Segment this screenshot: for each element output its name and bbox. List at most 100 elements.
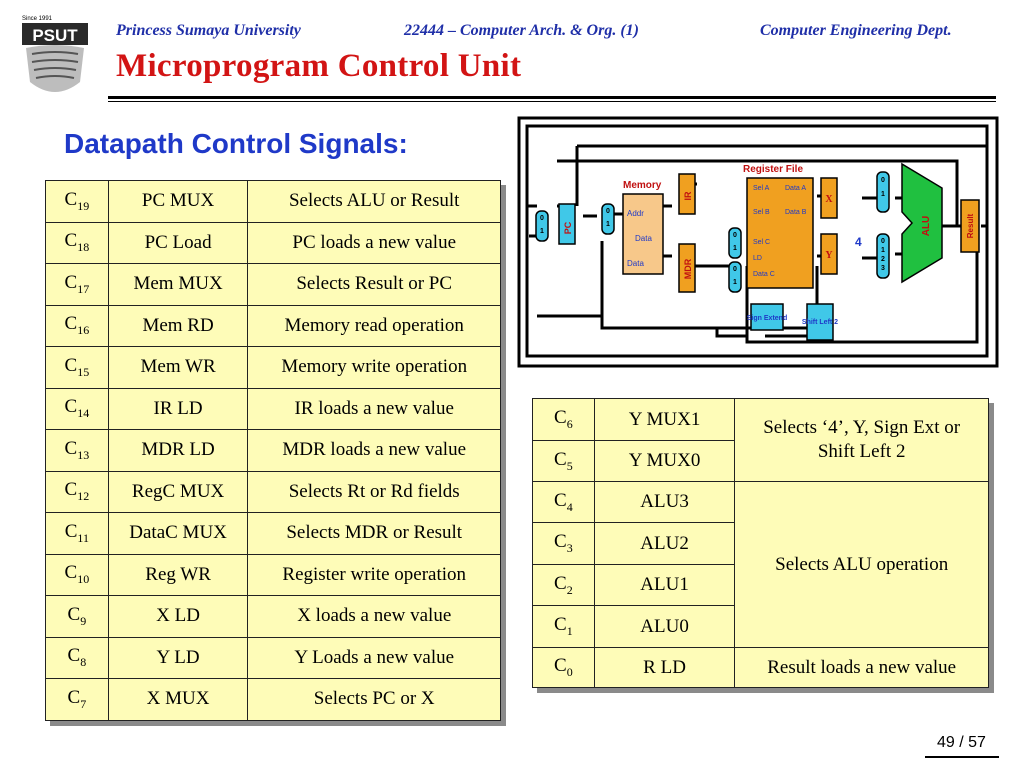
alu-description-cell: Selects ALU operation: [734, 481, 989, 648]
constant-four-label: 4: [855, 235, 862, 249]
right-signal-table: C6 Y MUX1 Selects ‘4’, Y, Sign Ext or Sh…: [532, 398, 989, 688]
signal-name-cell: RegC MUX: [107, 470, 249, 513]
alu-block: [901, 162, 943, 284]
control-bit-cell: C7: [45, 678, 109, 721]
result-label: Result: [966, 213, 975, 238]
control-bit-cell: C17: [45, 263, 109, 306]
control-bit-cell: C13: [45, 429, 109, 472]
rld-description-cell: Result loads a new value: [734, 647, 989, 688]
rf-data-b-label: Data B: [785, 209, 807, 216]
x-label: X: [825, 194, 833, 205]
signal-name-cell: ALU3: [593, 481, 736, 523]
shift-left-block: [806, 303, 834, 341]
svg-text:1: 1: [540, 228, 544, 235]
page-number: 49 / 57: [937, 734, 986, 751]
mdr-register: [678, 243, 696, 293]
signal-name-cell: X LD: [107, 595, 249, 638]
control-bit-cell: C10: [45, 553, 109, 596]
memory-data-out-label: Data: [627, 259, 644, 268]
control-bit-cell: C3: [532, 522, 595, 565]
memory-block: [622, 193, 664, 275]
rf-sel-c-label: Sel C: [753, 239, 770, 246]
header-rule: [108, 96, 996, 99]
signal-name-cell: PC Load: [107, 221, 249, 264]
signal-name-cell: Mem RD: [107, 304, 249, 347]
svg-text:1: 1: [733, 245, 737, 252]
svg-text:1: 1: [881, 191, 885, 198]
signal-name-cell: Y MUX1: [593, 398, 736, 441]
svg-text:1: 1: [733, 279, 737, 286]
signal-name-cell: Y MUX0: [593, 440, 736, 482]
control-bit-cell: C14: [45, 387, 109, 430]
svg-text:0: 0: [881, 238, 885, 245]
department-name: Computer Engineering Dept.: [760, 22, 952, 39]
rf-ld-label: LD: [753, 255, 762, 262]
control-bit-cell: C5: [532, 440, 595, 482]
control-bit-cell: C16: [45, 304, 109, 347]
ir-label: IR: [683, 191, 693, 201]
control-bit-cell: C8: [45, 636, 109, 679]
memory-data-in-label: Data: [635, 234, 652, 243]
rf-data-c-label: Data C: [753, 271, 775, 278]
y-label: Y: [825, 250, 833, 261]
svg-text:0: 0: [540, 215, 544, 222]
register-file-block: [746, 177, 814, 289]
svg-text:0: 0: [733, 232, 737, 239]
svg-text:1: 1: [606, 221, 610, 228]
section-subtitle: Datapath Control Signals:: [64, 128, 408, 159]
signal-name-cell: ALU0: [593, 605, 736, 648]
shift-left-label: Shift Left 2: [802, 319, 838, 326]
signal-name-cell: ALU2: [593, 522, 736, 565]
control-bit-cell: C15: [45, 346, 109, 389]
datapath-diagram: 0 1 0 1 0 1 0 1 0 1 0 1 2 3 PC Memory Ad…: [517, 116, 999, 368]
table-row: C0 R LD Result loads a new value: [532, 647, 989, 688]
register-file-label: Register File: [743, 164, 803, 175]
control-bit-cell: C9: [45, 595, 109, 638]
signal-description-cell: X loads a new value: [247, 595, 501, 638]
rf-sel-a-label: Sel A: [753, 185, 770, 192]
signal-name-cell: DataC MUX: [107, 512, 249, 555]
control-bit-cell: C19: [45, 180, 109, 223]
mux-pc: 0 1: [535, 210, 549, 242]
mux-regc: 0 1: [728, 227, 742, 259]
signal-description-cell: Selects ALU or Result: [247, 180, 501, 223]
signal-description-cell: MDR loads a new value: [247, 429, 501, 472]
signal-name-cell: R LD: [593, 647, 736, 688]
control-bit-cell: C1: [532, 605, 595, 648]
svg-text:0: 0: [606, 208, 610, 215]
logo-name: PSUT: [32, 26, 78, 45]
slide-title: Microprogram Control Unit: [116, 48, 522, 84]
pc-register: [558, 203, 576, 245]
control-bit-cell: C0: [532, 647, 595, 688]
signal-description-cell: Memory write operation: [247, 346, 501, 389]
signal-description-cell: Register write operation: [247, 553, 501, 596]
signal-description-cell: Selects Result or PC: [247, 263, 501, 306]
psut-logo: Since 1991 PSUT: [22, 16, 88, 92]
mux-y: 0 1 2 3: [876, 233, 890, 279]
sign-extend-block: [750, 303, 784, 331]
signal-description-cell: Selects PC or X: [247, 678, 501, 721]
control-bit-cell: C18: [45, 221, 109, 264]
alu-label: ALU: [921, 216, 932, 237]
ir-register: [678, 173, 696, 215]
control-bit-cell: C11: [45, 512, 109, 555]
y-register: [820, 233, 838, 275]
rf-sel-b-label: Sel B: [753, 209, 770, 216]
rf-data-a-label: Data A: [785, 185, 806, 192]
svg-text:3: 3: [881, 265, 885, 272]
svg-text:2: 2: [881, 256, 885, 263]
svg-text:1: 1: [881, 247, 885, 254]
logo-since: Since 1991: [22, 16, 53, 22]
control-bit-cell: C6: [532, 398, 595, 441]
signal-name-cell: IR LD: [107, 387, 249, 430]
control-bit-cell: C2: [532, 564, 595, 606]
signal-description-cell: Y Loads a new value: [247, 636, 501, 679]
